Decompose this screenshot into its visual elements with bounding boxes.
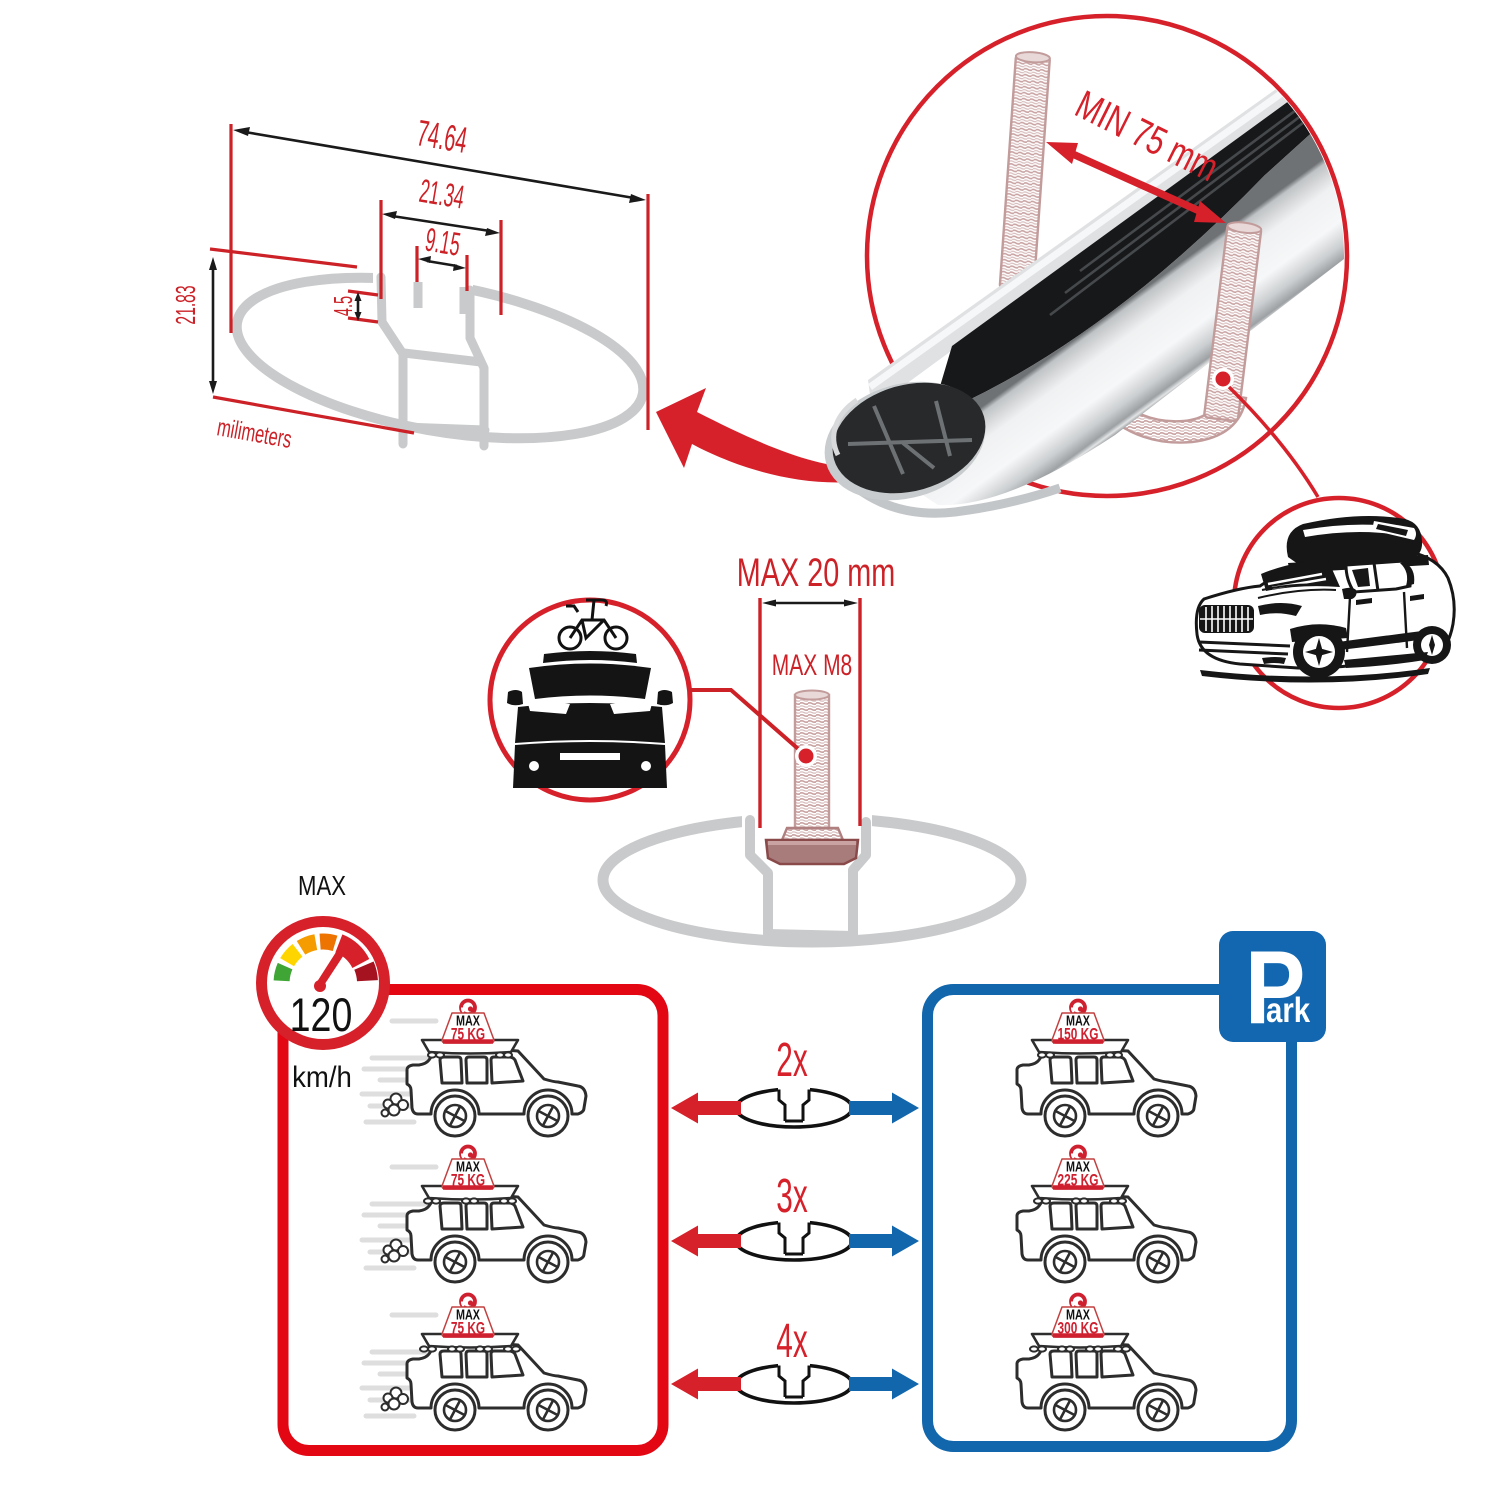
svg-text:MAX M8: MAX M8 — [772, 650, 852, 682]
svg-text:120: 120 — [290, 989, 353, 1042]
svg-text:milimeters: milimeters — [215, 414, 294, 454]
svg-text:MAX: MAX — [456, 1012, 480, 1029]
svg-text:225 KG: 225 KG — [1058, 1172, 1099, 1190]
svg-text:MAX: MAX — [456, 1158, 480, 1175]
svg-text:75 KG: 75 KG — [451, 1172, 485, 1190]
svg-text:MAX: MAX — [1066, 1158, 1090, 1175]
svg-text:21.83: 21.83 — [169, 285, 201, 324]
svg-text:3x: 3x — [776, 1170, 807, 1223]
svg-text:9.15: 9.15 — [423, 221, 463, 264]
svg-text:MAX: MAX — [298, 871, 346, 902]
svg-text:150 KG: 150 KG — [1058, 1026, 1099, 1044]
svg-text:2x: 2x — [776, 1034, 807, 1087]
svg-text:MAX: MAX — [456, 1306, 480, 1323]
svg-text:74.64: 74.64 — [414, 113, 470, 162]
svg-text:75 KG: 75 KG — [451, 1320, 485, 1338]
svg-text:P: P — [1245, 929, 1305, 1045]
svg-text:75 KG: 75 KG — [451, 1026, 485, 1044]
svg-text:km/h: km/h — [292, 1061, 352, 1094]
svg-text:4.5: 4.5 — [330, 296, 358, 316]
svg-text:MIN 75 mm: MIN 75 mm — [1069, 82, 1226, 190]
svg-text:4x: 4x — [776, 1315, 807, 1368]
svg-text:MAX: MAX — [1066, 1306, 1090, 1323]
svg-text:300 KG: 300 KG — [1058, 1320, 1099, 1338]
svg-text:ark: ark — [1266, 991, 1310, 1030]
svg-text:21.34: 21.34 — [417, 172, 467, 216]
svg-text:MAX: MAX — [1066, 1012, 1090, 1029]
svg-text:MAX 20 mm: MAX 20 mm — [737, 550, 895, 595]
